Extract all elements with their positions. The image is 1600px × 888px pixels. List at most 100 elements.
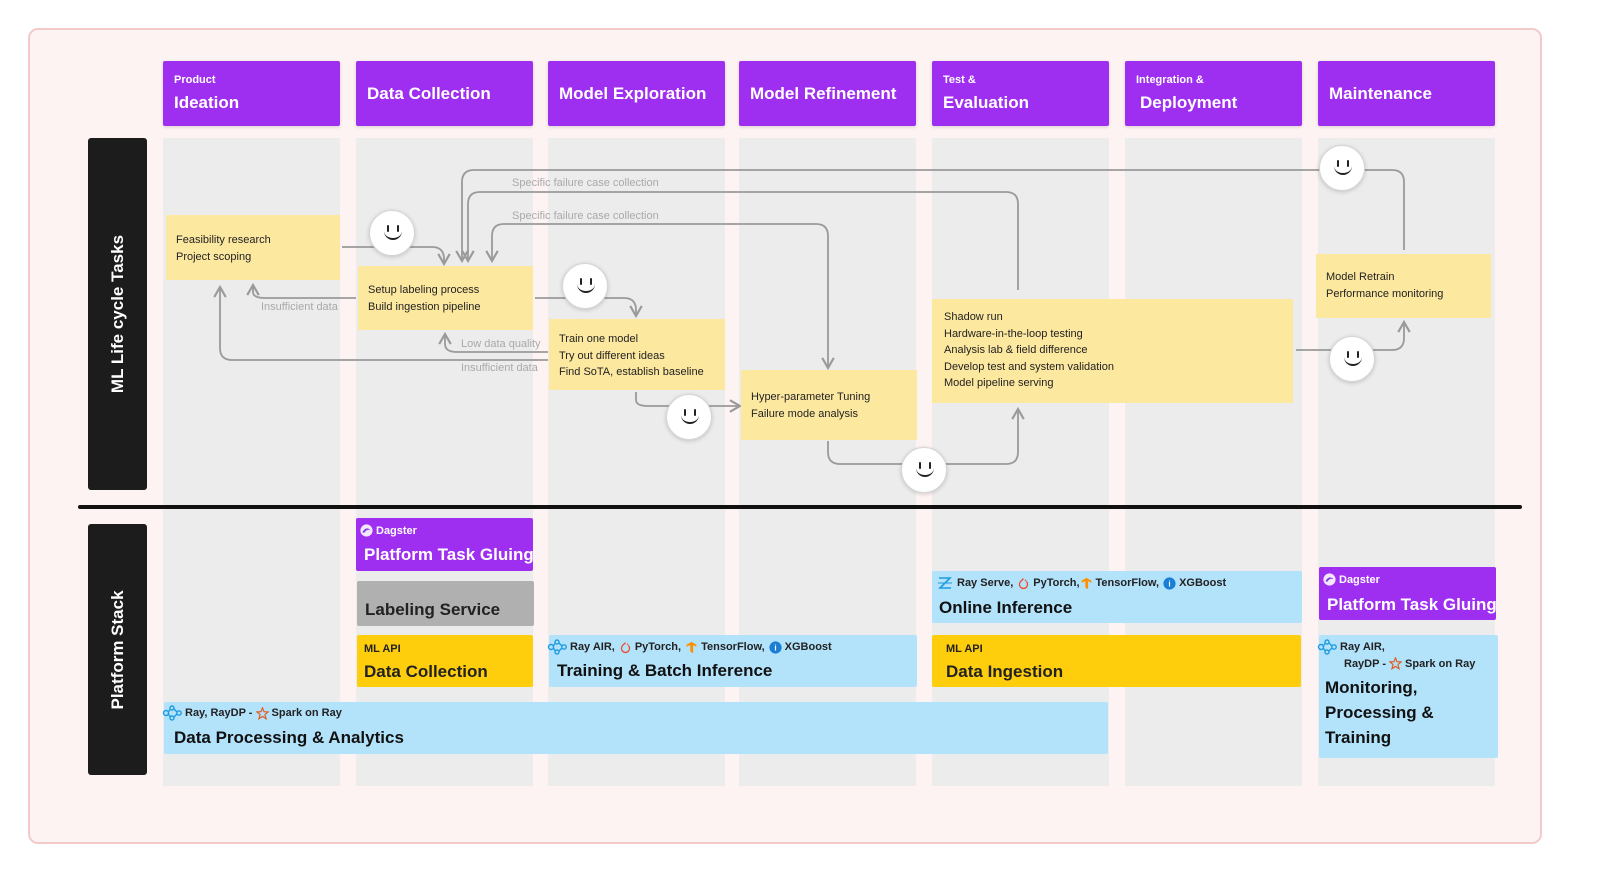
stage-integration-deployment: Integration & Deployment [1125, 61, 1302, 126]
tool-label: RayDP - [1344, 657, 1390, 670]
pytorch-icon [1019, 577, 1029, 589]
tool-label: Ray, RayDP - [185, 707, 256, 719]
task-line: Train one model [559, 333, 639, 345]
task-note-evaluation: Shadow run Hardware-in-the-loop testing … [932, 299, 1293, 403]
platform-title: Training & Batch Inference [557, 661, 773, 680]
task-line: Try out different ideas [559, 349, 665, 362]
stage-test-evaluation: Test & Evaluation [932, 61, 1109, 126]
platform-training-batch-inference: Ray AIR, PyTorch, TensorFlow, i XGBoost … [547, 635, 917, 687]
svg-text:i: i [1168, 579, 1170, 588]
task-line: Find SoTA, establish baseline [559, 366, 704, 378]
task-line: Model Retrain [1326, 271, 1395, 283]
stage-label: Evaluation [943, 93, 1029, 112]
platform-title-line: Monitoring, [1325, 678, 1418, 697]
ray-icon [162, 705, 182, 721]
platform-title-line: Processing & [1325, 703, 1434, 722]
tool-label: PyTorch, [634, 641, 682, 653]
task-note-refinement: Hyper-parameter Tuning Failure mode anal… [741, 370, 917, 440]
stage-model-exploration: Model Exploration [548, 61, 725, 126]
dagster-icon [360, 524, 373, 537]
smiley-face-icon [1329, 336, 1375, 382]
arrow-low-data-quality [438, 331, 548, 353]
tool-label: Dagster [1339, 573, 1380, 586]
stage-maintenance: Maintenance [1318, 61, 1495, 126]
tool-label: TensorFlow, [1095, 577, 1160, 589]
ray-icon [1317, 639, 1337, 655]
task-note-collection: Setup labeling process Build ingestion p… [358, 266, 533, 330]
flow-label-failure-1: Specific failure case collection [512, 177, 659, 189]
platform-ml-api-ingestion: ML API Data Ingestion [932, 635, 1301, 687]
dagster-icon [1323, 573, 1336, 586]
platform-title: Data Processing & Analytics [174, 728, 404, 747]
svg-text:i: i [774, 643, 776, 652]
task-line: Shadow run [944, 311, 1003, 323]
ray-icon [547, 639, 567, 655]
flow-label-failure-2: Specific failure case collection [512, 210, 659, 222]
arrow-exploration-to-refinement [635, 392, 743, 413]
stage-label: Model Refinement [750, 84, 897, 103]
platform-data-processing: Ray, RayDP - Spark on Ray Data Processin… [162, 702, 1108, 754]
stage-small-label: Integration & [1136, 74, 1204, 86]
spark-icon [255, 706, 269, 720]
tensorflow-icon [686, 641, 697, 653]
flow-label-low-quality: Low data quality [461, 338, 541, 350]
arrow-evaluation-to-maintenance [1296, 319, 1411, 351]
task-note-maintenance: Model Retrain Performance monitoring [1316, 254, 1491, 318]
task-line: Setup labeling process [368, 284, 480, 296]
xgboost-icon: i [769, 640, 782, 654]
smiley-face-icon [562, 263, 608, 309]
arrow-failure-case-1 [461, 191, 1019, 290]
arrow-failure-case-2 [485, 223, 835, 371]
platform-title-line: Training [1325, 728, 1392, 747]
platform-title: Platform Task Gluing [1327, 595, 1497, 614]
task-line: Feasibility research [176, 234, 271, 246]
ray-serve-icon [938, 577, 952, 589]
stage-label: Maintenance [1329, 84, 1432, 103]
stage-label: Model Exploration [559, 84, 707, 103]
tool-label: Ray Serve, [957, 577, 1014, 589]
pytorch-icon [620, 641, 631, 653]
row-label-platform: Platform Stack [88, 524, 147, 775]
arrow-maintenance-loop [455, 169, 1405, 264]
stage-small-label: Test & [943, 74, 976, 86]
spark-icon [1389, 657, 1403, 670]
tool-label: Ray AIR, [570, 641, 615, 653]
stage-ideation: Product Ideation [163, 61, 340, 126]
row-label-tasks: ML Life cycle Tasks [88, 138, 147, 490]
tool-label: Ray AIR, [1340, 641, 1385, 653]
smiley-face-icon [369, 210, 415, 256]
tensorflow-icon [1081, 577, 1091, 589]
task-line: Performance monitoring [1326, 287, 1444, 300]
ml-api-tag: ML API [946, 643, 983, 655]
task-line: Hardware-in-the-loop testing [944, 327, 1083, 340]
tool-label: Spark on Ray [271, 707, 342, 719]
task-line: Analysis lab & field difference [944, 344, 1088, 356]
stage-small-label: Product [174, 74, 216, 86]
smiley-face-icon [901, 447, 947, 493]
task-line: Build ingestion pipeline [368, 300, 481, 313]
stage-model-refinement: Model Refinement [739, 61, 916, 126]
smiley-face-icon [1319, 145, 1365, 191]
flow-label-insufficient-2: Insufficient data [461, 362, 538, 374]
arrow-ideation-to-collection [342, 246, 451, 267]
smiley-face-icon [666, 394, 712, 440]
platform-title: Online Inference [939, 598, 1073, 617]
stage-label: Deployment [1140, 93, 1238, 112]
task-line: Project scoping [176, 250, 252, 263]
platform-dagster-gluing: Dagster Platform Task Gluing [356, 518, 534, 571]
platform-title: Data Collection [364, 662, 488, 681]
task-line: Develop test and system validation [944, 360, 1114, 373]
arrow-insufficient-data-2 [213, 284, 548, 361]
tool-label: TensorFlow, [701, 641, 765, 653]
flow-label-insufficient-1: Insufficient data [261, 301, 338, 313]
task-line: Model pipeline serving [944, 377, 1054, 389]
stage-data-collection: Data Collection [356, 61, 533, 126]
task-line: Failure mode analysis [751, 407, 858, 420]
arrow-insufficient-data-1 [246, 282, 356, 299]
task-note-ideation: Feasibility research Project scoping [166, 215, 340, 280]
task-line: Hyper-parameter Tuning [751, 391, 871, 403]
platform-title: Data Ingestion [946, 662, 1064, 681]
tool-label: Dagster [376, 524, 417, 537]
platform-title: Labeling Service [365, 600, 501, 619]
